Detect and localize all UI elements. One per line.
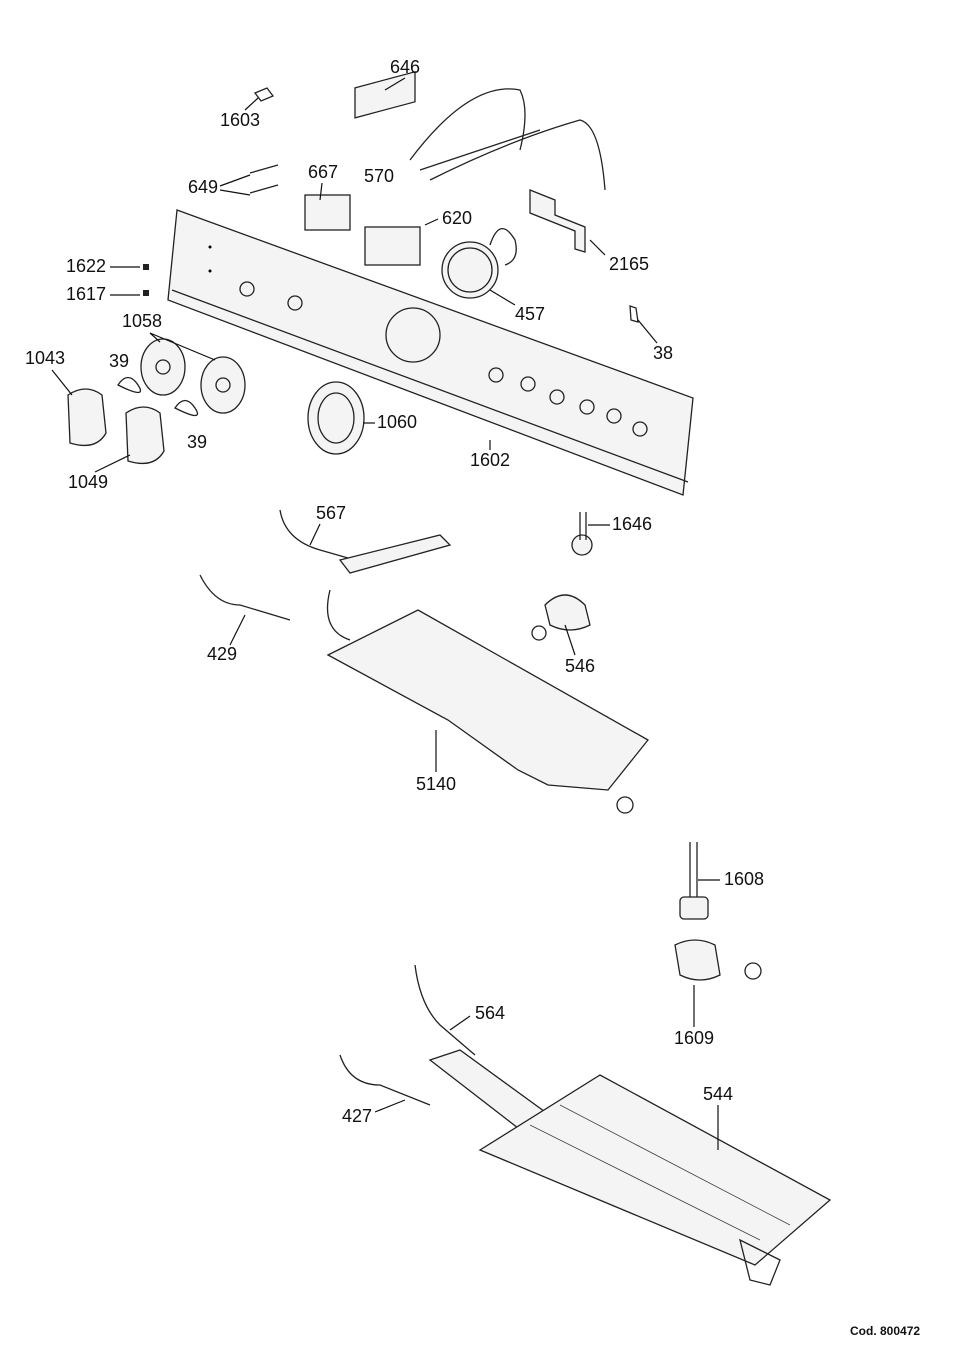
document-code: Cod. 800472	[850, 1324, 921, 1338]
label-39-b: 39	[187, 432, 207, 452]
label-649: 649	[188, 177, 218, 197]
label-546: 546	[565, 656, 595, 676]
knobs-and-springs	[67, 338, 365, 465]
burner-5140	[199, 509, 649, 814]
label-429: 429	[207, 644, 237, 664]
label-544: 544	[703, 1084, 733, 1104]
label-570: 570	[364, 166, 394, 186]
label-1060: 1060	[377, 412, 417, 432]
label-1603: 1603	[220, 110, 260, 130]
label-646: 646	[390, 57, 420, 77]
label-38: 38	[653, 343, 673, 363]
label-1609: 1609	[674, 1028, 714, 1048]
label-1622: 1622	[66, 256, 106, 276]
label-1608: 1608	[724, 869, 764, 889]
upper-components	[143, 70, 639, 323]
label-567: 567	[316, 503, 346, 523]
label-2165: 2165	[609, 254, 649, 274]
label-1043: 1043	[25, 348, 65, 368]
label-667: 667	[308, 162, 338, 182]
label-620: 620	[442, 208, 472, 228]
label-564: 564	[475, 1003, 505, 1023]
label-1617: 1617	[66, 284, 106, 304]
part-labels: 646 1603 649 667 570 620 2165 1622 1617 …	[25, 57, 764, 1126]
label-1646: 1646	[612, 514, 652, 534]
label-457: 457	[515, 304, 545, 324]
label-1058: 1058	[122, 311, 162, 331]
label-39-a: 39	[109, 351, 129, 371]
label-5140: 5140	[416, 774, 456, 794]
burner-544	[339, 842, 832, 1286]
label-427: 427	[342, 1106, 372, 1126]
control-panel-1602	[167, 209, 694, 496]
leader-lines	[51, 77, 720, 1150]
label-1602: 1602	[470, 450, 510, 470]
label-1049: 1049	[68, 472, 108, 492]
